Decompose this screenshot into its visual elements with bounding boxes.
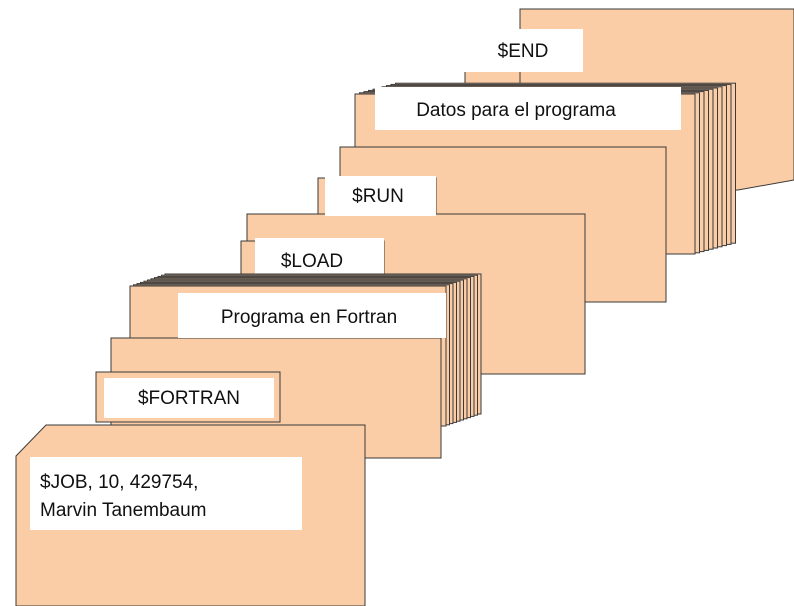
datos-label-box (375, 87, 681, 130)
end-label-box (463, 29, 583, 72)
job-label-line1: $JOB, 10, 429754, (40, 472, 198, 493)
fortran-card-group: $FORTRAN (95, 371, 281, 423)
program-deck: Programa en Fortran (110, 273, 482, 459)
fortran-label-box (104, 378, 274, 418)
job-card-group: $JOB, 10, 429754, Marvin Tanembaum (15, 424, 366, 606)
job-label-line2: Marvin Tanembaum (40, 500, 207, 521)
job-label-box (30, 457, 302, 530)
programa-label: Programa en Fortran (221, 307, 397, 328)
end-label: $END (498, 41, 549, 62)
run-label: $RUN (352, 186, 404, 207)
run-label-box (325, 176, 436, 216)
load-label: $LOAD (281, 251, 343, 272)
fortran-label: $FORTRAN (138, 388, 240, 409)
datos-label: Datos para el programa (416, 100, 616, 121)
programa-label-box (178, 293, 446, 338)
